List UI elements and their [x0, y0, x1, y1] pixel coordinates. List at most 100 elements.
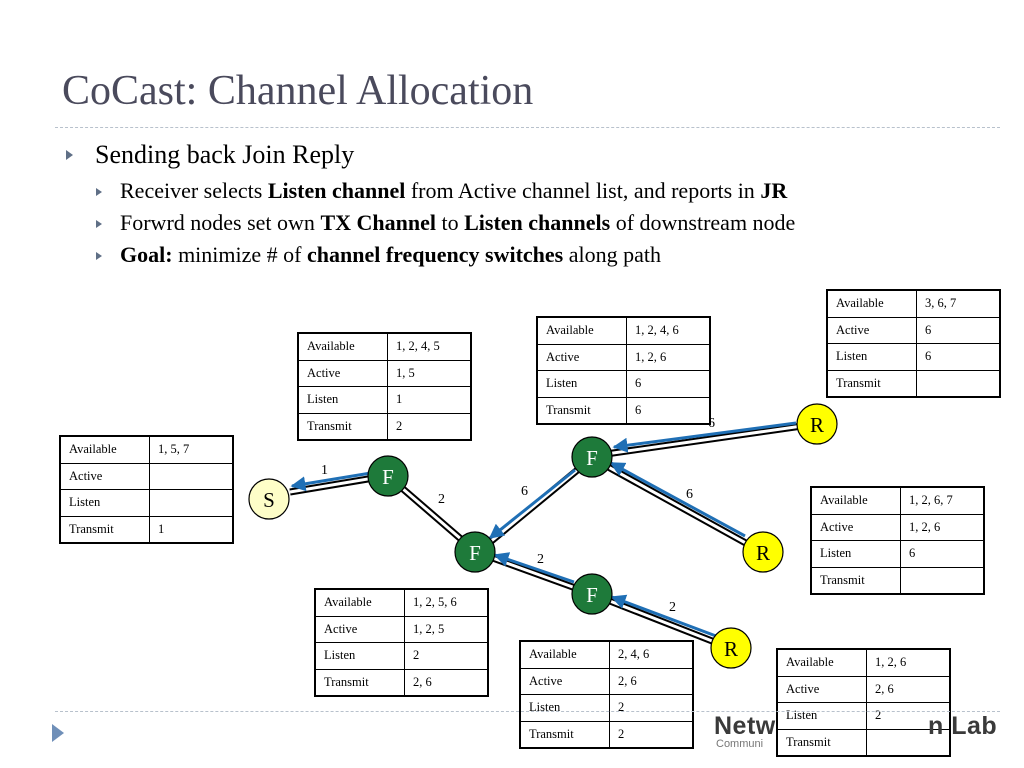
row-label: Listen — [536, 370, 627, 398]
source-node: S — [248, 478, 290, 520]
row-label: Active — [810, 513, 901, 542]
bullet-arrow-icon — [96, 188, 102, 196]
row-value — [916, 369, 1001, 398]
row-label: Transmit — [519, 720, 610, 749]
bullet-level2: Forwrd nodes set own TX Channel to Liste… — [96, 210, 795, 236]
row-label: Available — [314, 588, 405, 617]
forwarder-node-label: F — [586, 446, 598, 470]
title-divider — [55, 127, 1000, 128]
forwarder-node-1: F — [367, 455, 409, 497]
row-label: Listen — [314, 642, 405, 670]
bullet-emphasis: Listen channel — [267, 178, 406, 203]
edge-label-ftop-rtop: 6 — [708, 416, 715, 431]
row-label: Listen — [297, 386, 388, 414]
bullet-text: along path — [563, 242, 662, 267]
row-label: Listen — [59, 489, 150, 517]
link-flow-rlow — [590, 590, 732, 652]
row-value: 6 — [900, 540, 985, 568]
row-value: 2 — [609, 720, 694, 749]
bullet-text: of downstream node — [610, 210, 796, 235]
row-label: Transmit — [59, 515, 150, 544]
row-label: Available — [826, 289, 917, 318]
row-value: 1, 2, 5 — [404, 615, 489, 644]
row-label: Active — [536, 343, 627, 372]
row-label: Active — [519, 667, 610, 696]
forwarder-node-low: F — [571, 573, 613, 615]
row-value — [149, 462, 234, 491]
row-value: 6 — [916, 316, 1001, 345]
row-value: 6 — [626, 396, 711, 425]
row-value: 1, 2, 6 — [900, 513, 985, 542]
bullet-text: Sending back Join Reply — [95, 140, 355, 169]
row-value: 3, 6, 7 — [916, 289, 1001, 318]
row-value: 6 — [916, 343, 1001, 371]
bullet-text: to — [435, 210, 465, 235]
row-value: 1, 2, 4, 5 — [387, 332, 472, 361]
bullet-level2: Goal: minimize # of channel frequency sw… — [96, 242, 661, 268]
bullet-text: Receiver selects — [120, 178, 268, 203]
edge-label-f1-fmid: 2 — [438, 492, 445, 507]
row-label: Listen — [826, 343, 917, 371]
bullet-level1: Sending back Join Reply — [66, 140, 354, 170]
receiver-node-mid: R — [742, 531, 784, 573]
row-label: Transmit — [297, 412, 388, 441]
link-ftop-rtop — [591, 420, 817, 460]
row-value: 2, 4, 6 — [609, 640, 694, 669]
source-node-label: S — [263, 488, 275, 512]
edge-label-ftop-rmid: 6 — [686, 487, 693, 502]
receiver-node-top: R — [796, 403, 838, 445]
row-label: Active — [776, 675, 867, 704]
row-label: Transmit — [314, 668, 405, 697]
edge-label-s-f1: 1 — [321, 463, 328, 478]
row-label: Available — [297, 332, 388, 361]
row-label: Available — [519, 640, 610, 669]
row-label: Transmit — [536, 396, 627, 425]
row-value: 1, 2, 4, 6 — [626, 316, 711, 345]
row-label: Active — [314, 615, 405, 644]
row-label: Listen — [810, 540, 901, 568]
lab-logo-text: Netw — [714, 712, 776, 740]
row-label: Transmit — [810, 566, 901, 595]
row-label: Transmit — [776, 728, 867, 757]
link-fmid-ftop — [475, 455, 595, 555]
forwarder-node-label: F — [382, 465, 394, 489]
table-row: Transmit — [826, 369, 1001, 398]
table-row: Transmit — [776, 728, 951, 757]
bullet-emphasis: TX Channel — [320, 210, 436, 235]
edge-labels: 1 2 6 6 6 2 2 — [321, 416, 715, 615]
footer-arrow-icon — [52, 724, 64, 742]
row-value — [149, 489, 234, 517]
bullet-emphasis: Listen channels — [464, 210, 611, 235]
row-value: 1, 2, 6 — [626, 343, 711, 372]
table-row: Listen — [59, 489, 234, 517]
table-row: Active — [59, 462, 234, 491]
row-value: 1 — [387, 386, 472, 414]
row-label: Available — [810, 486, 901, 515]
bullet-emphasis: Goal: — [120, 242, 173, 267]
bullet-emphasis: JR — [760, 178, 788, 203]
